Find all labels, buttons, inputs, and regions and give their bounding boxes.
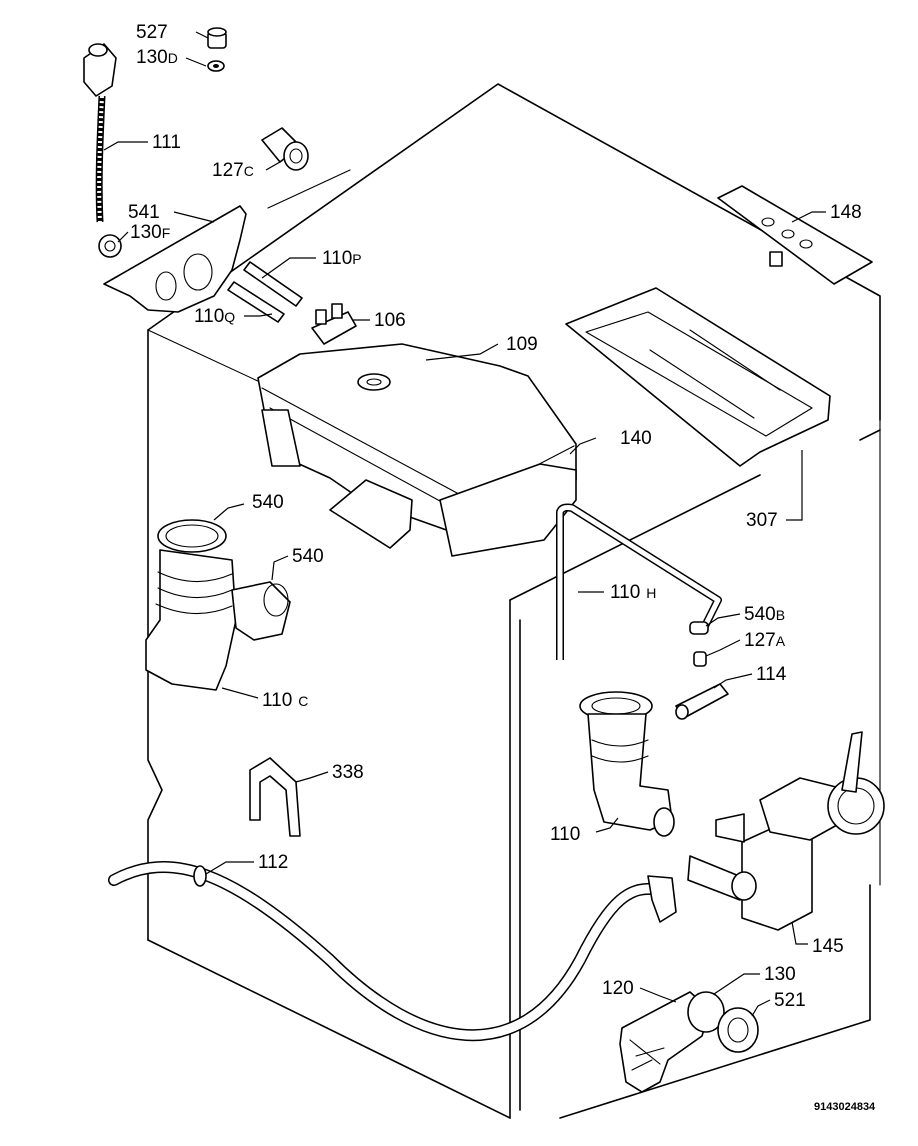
part-527-130d bbox=[207, 27, 227, 72]
callout-130: 130 bbox=[764, 964, 796, 985]
callout-540b: 540B bbox=[744, 604, 785, 625]
parts-540b-127a-114 bbox=[675, 621, 729, 720]
callout-338: 338 bbox=[332, 762, 364, 783]
callout-110: 110 bbox=[550, 824, 580, 845]
part-127c bbox=[261, 127, 309, 171]
callout-540-top: 540 bbox=[252, 492, 284, 513]
callout-112: 112 bbox=[258, 852, 288, 873]
callout-120: 120 bbox=[602, 978, 634, 999]
bellows-110c bbox=[145, 519, 291, 691]
callout-541: 541 bbox=[128, 202, 160, 223]
filter-120-130-521 bbox=[619, 991, 759, 1093]
pump-145 bbox=[687, 731, 885, 931]
tubes-110p-110q bbox=[227, 261, 303, 323]
callout-111: 111 bbox=[152, 132, 181, 153]
callout-127c: 127C bbox=[212, 160, 254, 181]
callout-130f: 130F bbox=[130, 222, 170, 243]
pipe-110h bbox=[556, 503, 722, 660]
callout-527: 527 bbox=[136, 22, 168, 43]
handle-148 bbox=[717, 185, 873, 285]
callout-148: 148 bbox=[830, 202, 862, 223]
valve-106 bbox=[311, 303, 357, 345]
callout-110p: 110P bbox=[322, 248, 362, 269]
dispenser-drawer-307 bbox=[565, 287, 831, 467]
callout-140: 140 bbox=[620, 428, 652, 449]
callout-127a: 127A bbox=[744, 630, 786, 651]
drain-hose-112 bbox=[108, 861, 677, 1042]
callout-307: 307 bbox=[746, 510, 778, 531]
callout-130d: 130D bbox=[136, 47, 178, 68]
leader-lines bbox=[103, 31, 826, 1017]
callout-106: 106 bbox=[374, 310, 406, 331]
bracket-541 bbox=[98, 205, 247, 313]
clip-338 bbox=[249, 757, 301, 837]
callout-540-side: 540 bbox=[292, 546, 324, 567]
callout-labels: 527 130D 111 127C 541 130F 110P 110Q 106… bbox=[128, 22, 862, 1011]
callout-109: 109 bbox=[506, 334, 538, 355]
callout-110q: 110Q bbox=[194, 306, 235, 327]
document-id: 9143024834 bbox=[814, 1101, 876, 1113]
inlet-hose-111 bbox=[83, 43, 117, 223]
callout-521: 521 bbox=[774, 990, 806, 1011]
dispenser-housing-109 bbox=[257, 343, 577, 557]
callout-145: 145 bbox=[812, 936, 844, 957]
cabinet-outline bbox=[147, 83, 881, 1119]
callout-114: 114 bbox=[756, 664, 787, 685]
hose-110 bbox=[579, 691, 675, 837]
